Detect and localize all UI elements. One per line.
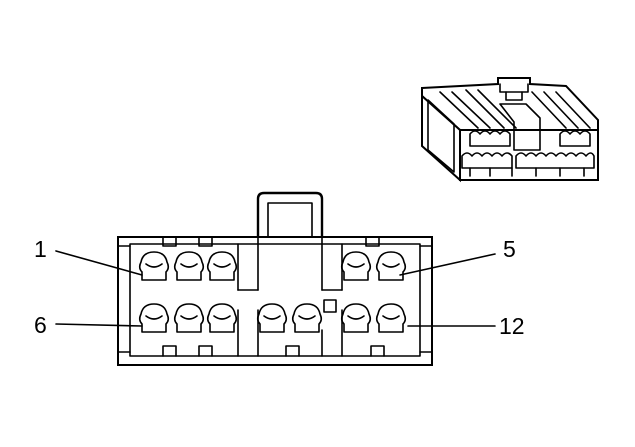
cavity-bottom-7 [375, 303, 407, 333]
cavity-top-4 [340, 251, 372, 281]
cavity-top-3 [206, 251, 238, 281]
cavity-bottom-2 [173, 303, 205, 333]
cavity-bottom-1 [138, 303, 170, 333]
cavity-group [138, 251, 407, 333]
cavity-top-5 [375, 251, 407, 281]
cavity-bottom-5 [291, 303, 323, 333]
leader-pin-6 [55, 323, 143, 327]
callout-pin-5: 5 [503, 236, 516, 262]
callout-leaders [55, 250, 496, 327]
leader-pin-5 [399, 253, 496, 276]
cavity-bottom-3 [206, 303, 238, 333]
connector-housing [117, 236, 433, 366]
cavity-top-2 [173, 251, 205, 281]
locking-tab [256, 191, 324, 239]
cavity-bottom-6 [340, 303, 372, 333]
leader-pin-1 [55, 250, 143, 276]
connector-face [117, 191, 433, 366]
cavity-bottom-4 [256, 303, 288, 333]
callout-pin-12: 12 [499, 313, 525, 339]
connector-perspective-view [421, 77, 599, 183]
callout-pin-1: 1 [34, 236, 47, 262]
cavity-top-1 [138, 251, 170, 281]
callout-pin-6: 6 [34, 312, 47, 338]
